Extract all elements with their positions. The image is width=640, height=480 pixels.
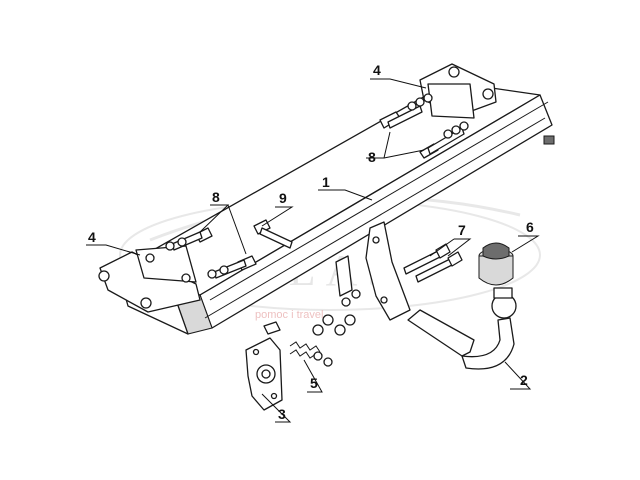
watermark-subtext: pomoc i travel: [255, 309, 323, 321]
side-bracket-right: [419, 63, 497, 119]
nut-cluster: [312, 289, 361, 336]
callout-labels: 1 2 3 4 4 5 6 7 8 8 9: [88, 62, 534, 422]
callout-bolt-set-left: 8: [212, 189, 220, 205]
callout-single-bolt: 9: [279, 190, 287, 206]
leader-lines: [86, 78, 540, 423]
ball-neck: [407, 287, 517, 370]
callout-ball-cap: 6: [526, 219, 534, 235]
callout-socket-plate: 3: [278, 406, 286, 422]
callout-side-bracket-right: 4: [373, 62, 381, 78]
bolt-set-right: [379, 93, 469, 159]
callout-main-beam: 1: [322, 174, 330, 190]
callout-bolt-set-right: 8: [368, 149, 376, 165]
callout-side-bracket-left: 4: [88, 229, 96, 245]
callout-neck-bolts: 7: [458, 222, 466, 238]
bolt-set-left: [165, 227, 257, 279]
socket-bolts: [289, 341, 333, 367]
callout-socket-bolts: 5: [310, 375, 318, 391]
side-bracket-left: [98, 245, 201, 313]
callout-ball-neck: 2: [520, 372, 528, 388]
socket-plate: [245, 321, 283, 411]
centre-mount-bracket: [335, 221, 411, 321]
ball-cap: [478, 242, 514, 286]
neck-bolts: [403, 243, 463, 283]
